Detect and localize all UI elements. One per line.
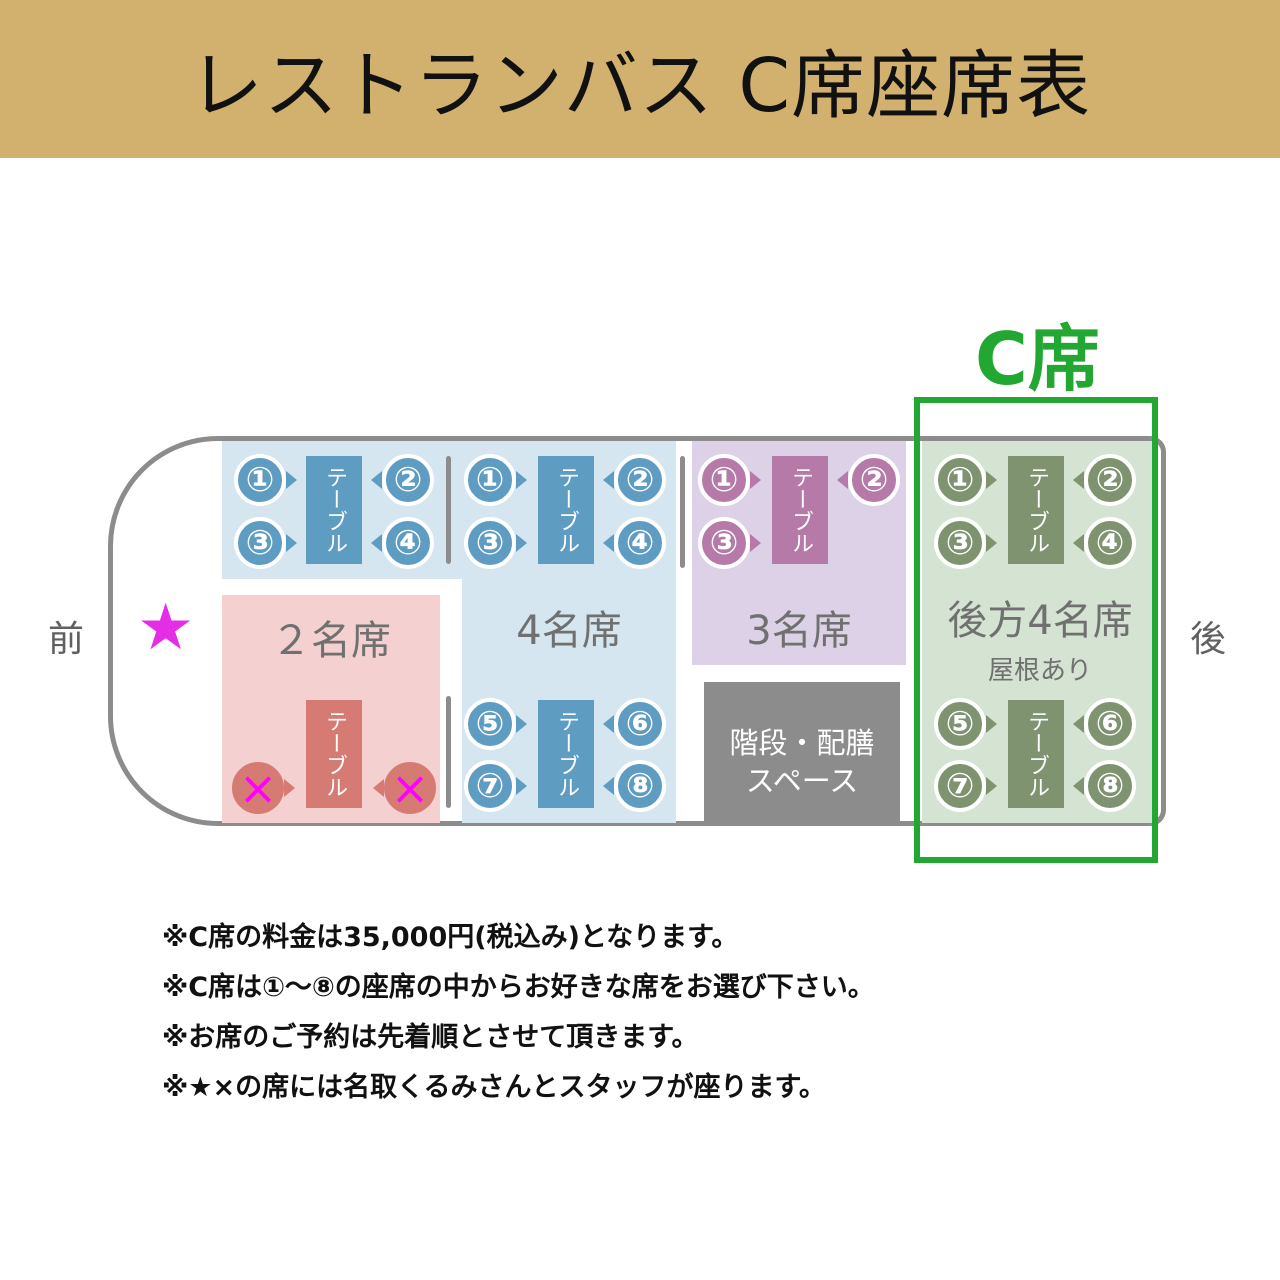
table: テーブル bbox=[772, 456, 828, 564]
seat-pointer bbox=[371, 534, 382, 552]
c-seat-6[interactable]: ⑥ bbox=[1084, 698, 1136, 750]
seat-pointer bbox=[373, 779, 384, 797]
seat-1[interactable]: ① bbox=[698, 454, 750, 506]
seat-2[interactable]: ② bbox=[614, 454, 666, 506]
seat-pointer bbox=[986, 715, 997, 733]
seat-pointer bbox=[516, 471, 527, 489]
seat-pointer bbox=[1073, 777, 1084, 795]
zone-label-four-seat: 4名席 bbox=[516, 608, 622, 654]
seat-1[interactable]: ① bbox=[464, 454, 516, 506]
seat-3[interactable]: ③ bbox=[234, 517, 286, 569]
zone-label-three-seat: 3名席 bbox=[746, 608, 852, 654]
note-item: ※★×の席には名取くるみさんとスタッフが座ります。 bbox=[162, 1072, 826, 1103]
table: テーブル bbox=[306, 456, 362, 564]
stairs-label-line2: スペース bbox=[745, 764, 859, 798]
seat-pointer bbox=[286, 471, 297, 489]
page-title: レストランバス C席座席表 bbox=[188, 42, 1092, 129]
seat-4[interactable]: ④ bbox=[614, 517, 666, 569]
zone-label-two-seat: ２名席 bbox=[271, 618, 391, 664]
note-item: ※お席のご予約は先着順とさせて頂きます。 bbox=[162, 1022, 699, 1053]
c-seat-label: C席 bbox=[975, 317, 1100, 401]
table: テーブル bbox=[306, 700, 362, 808]
seat-8[interactable]: ⑧ bbox=[614, 760, 666, 812]
seat-pointer bbox=[603, 534, 614, 552]
seat-6[interactable]: ⑥ bbox=[614, 698, 666, 750]
seat-7[interactable]: ⑦ bbox=[464, 760, 516, 812]
reserved-staff-seat: × bbox=[232, 761, 284, 815]
seat-pointer bbox=[1073, 715, 1084, 733]
c-seat-8[interactable]: ⑧ bbox=[1084, 760, 1136, 812]
c-seat-4[interactable]: ④ bbox=[1084, 517, 1136, 569]
c-seat-highlight-frame bbox=[914, 397, 1158, 863]
notes-list: ※C席の料金は35,000円(税込み)となります。 ※C席は①〜⑧の座席の中から… bbox=[162, 918, 1162, 1118]
table: テーブル bbox=[1008, 456, 1064, 564]
front-label: 前 bbox=[48, 619, 85, 660]
table: テーブル bbox=[1008, 700, 1064, 808]
note-item: ※C席の料金は35,000円(税込み)となります。 bbox=[162, 922, 739, 953]
c-seat-1[interactable]: ① bbox=[934, 454, 986, 506]
seat-pointer bbox=[603, 777, 614, 795]
seat-5[interactable]: ⑤ bbox=[464, 698, 516, 750]
seat-pointer bbox=[286, 534, 297, 552]
note-item: ※C席は①〜⑧の座席の中からお好きな席をお選び下さい。 bbox=[162, 972, 875, 1003]
seat-4[interactable]: ④ bbox=[382, 517, 434, 569]
back-label: 後 bbox=[1190, 619, 1227, 660]
seat-pointer bbox=[986, 471, 997, 489]
seat-pointer bbox=[750, 534, 761, 552]
seat-pointer bbox=[516, 715, 527, 733]
star-icon: ★ bbox=[137, 591, 195, 665]
c-seat-3[interactable]: ③ bbox=[934, 517, 986, 569]
header-banner: レストランバス C席座席表 bbox=[0, 0, 1280, 158]
seat-2[interactable]: ② bbox=[382, 454, 434, 506]
seat-pointer bbox=[603, 715, 614, 733]
seat-pointer bbox=[986, 777, 997, 795]
c-seat-7[interactable]: ⑦ bbox=[934, 760, 986, 812]
seat-pointer bbox=[1073, 471, 1084, 489]
seat-pointer bbox=[837, 471, 848, 489]
partition bbox=[446, 696, 451, 808]
c-seat-2[interactable]: ② bbox=[1084, 454, 1136, 506]
seat-pointer bbox=[371, 471, 382, 489]
table: テーブル bbox=[538, 456, 594, 564]
seat-pointer bbox=[986, 534, 997, 552]
seat-pointer bbox=[750, 471, 761, 489]
seat-pointer bbox=[284, 779, 295, 797]
seat-1[interactable]: ① bbox=[234, 454, 286, 506]
partition bbox=[680, 456, 685, 568]
zone-label-rear-four-seat: 後方4名席 bbox=[947, 598, 1133, 644]
c-seat-5[interactable]: ⑤ bbox=[934, 698, 986, 750]
table: テーブル bbox=[538, 700, 594, 808]
seat-pointer bbox=[1073, 534, 1084, 552]
seat-2[interactable]: ② bbox=[848, 454, 900, 506]
zone-sublabel-roof: 屋根あり bbox=[987, 656, 1092, 686]
seat-pointer bbox=[516, 534, 527, 552]
reserved-staff-seat: × bbox=[384, 761, 436, 815]
seat-3[interactable]: ③ bbox=[698, 517, 750, 569]
stairs-label-line1: 階段・配膳 bbox=[729, 726, 875, 760]
seat-3[interactable]: ③ bbox=[464, 517, 516, 569]
seat-pointer bbox=[516, 777, 527, 795]
seat-pointer bbox=[603, 471, 614, 489]
partition bbox=[446, 456, 451, 564]
bus-outline bbox=[108, 436, 1166, 826]
zone-stairs-serving bbox=[704, 682, 900, 823]
